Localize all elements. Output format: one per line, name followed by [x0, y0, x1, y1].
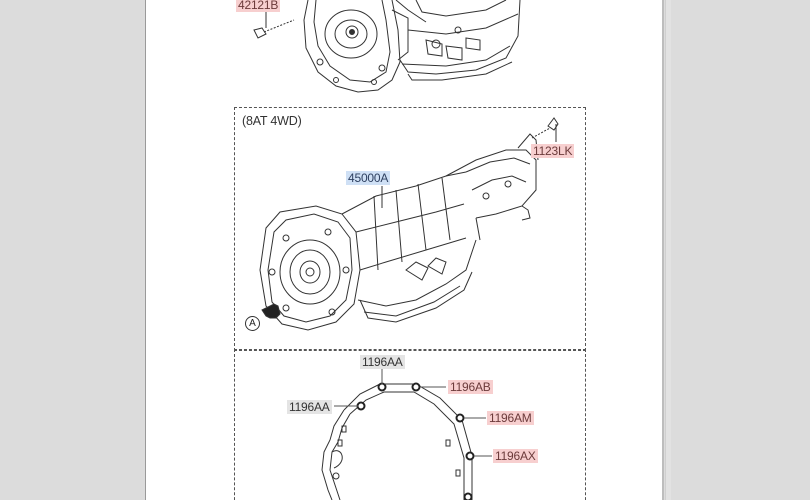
part-label-1196ax[interactable]: 1196AX [493, 449, 538, 463]
document-page: 42121B (8AT 4WD) 45000A 1123LK A 1196AA … [146, 0, 662, 500]
page-edge-right [662, 0, 664, 500]
top-transmission-drawing [253, 0, 521, 93]
page-edge-right-shadow [665, 0, 666, 500]
part-label-45000a[interactable]: 45000A [346, 171, 391, 185]
housing-gasket-drawing [321, 383, 473, 500]
view-callout-a: A [245, 316, 260, 331]
section-box-housing [234, 349, 586, 500]
part-label-1196am[interactable]: 1196AM [487, 411, 534, 425]
parts-drawing [253, 0, 559, 500]
section-title-8at-4wd: (8AT 4WD) [242, 114, 302, 128]
part-label-42121b[interactable]: 42121B [236, 0, 281, 12]
part-label-1196aa-top[interactable]: 1196AA [360, 355, 405, 369]
8at-4wd-transmission-drawing [259, 117, 559, 331]
part-label-1196aa-left[interactable]: 1196AA [287, 400, 332, 414]
part-label-1123lk[interactable]: 1123LK [531, 144, 575, 158]
page-edge-left [145, 0, 146, 500]
section-box-8at-4wd [234, 107, 586, 351]
part-label-1196ab[interactable]: 1196AB [448, 380, 493, 394]
viewer-gutter [666, 0, 671, 500]
